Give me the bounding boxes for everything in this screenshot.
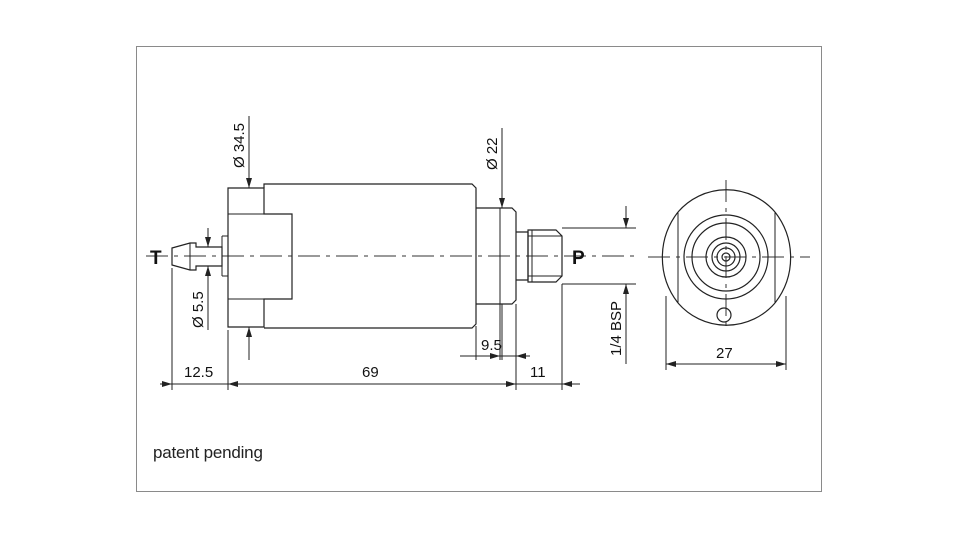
main-body bbox=[263, 183, 477, 329]
dim-body-diameter bbox=[246, 116, 252, 360]
patent-note: patent pending bbox=[153, 443, 263, 462]
port-label-tank: T bbox=[150, 248, 162, 269]
dim-lengths bbox=[160, 268, 580, 390]
label-len-body: 69 bbox=[362, 364, 379, 381]
label-dia-hose: Ø 5.5 bbox=[190, 291, 207, 328]
flange bbox=[227, 187, 293, 328]
hose-barb bbox=[171, 235, 228, 277]
label-len-shoulder: 9.5 bbox=[481, 337, 502, 354]
label-dia-body: Ø 34.5 bbox=[231, 123, 248, 168]
threaded-fitting bbox=[527, 229, 563, 283]
label-end-width: 27 bbox=[716, 345, 733, 362]
label-thread: 1/4 BSP bbox=[608, 301, 625, 356]
label-len-hose: 12.5 bbox=[184, 364, 213, 381]
dim-hose-diameter bbox=[205, 228, 211, 330]
label-dia-neck: Ø 22 bbox=[484, 137, 501, 170]
dim-thread bbox=[562, 206, 636, 364]
label-len-thread: 11 bbox=[530, 364, 546, 381]
port-label-pressure: P bbox=[572, 248, 585, 269]
dim-neck-diameter bbox=[499, 128, 505, 360]
end-view bbox=[648, 180, 810, 370]
drawing-frame bbox=[136, 46, 822, 492]
